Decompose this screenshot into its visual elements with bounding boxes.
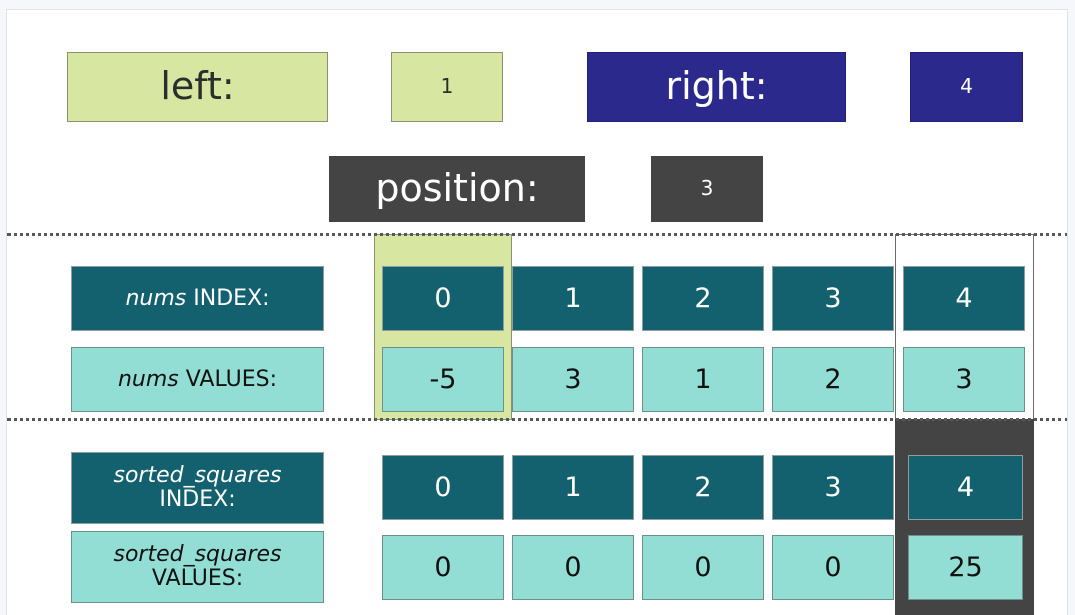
sorted-squares-value-cell-2: 0	[642, 535, 764, 600]
sorted-squares-index-label-italic: sorted_squares	[113, 463, 282, 489]
sorted-squares-value-cell-4: 25	[908, 535, 1023, 600]
sorted-squares-index-cell-2: 2	[642, 455, 764, 520]
nums-index-cell-2: 2	[642, 266, 764, 331]
nums-index-label: nums INDEX:	[71, 266, 324, 331]
nums-values-label-italic: nums	[117, 366, 179, 392]
sorted-squares-index-label-rest: INDEX:	[159, 487, 236, 512]
nums-value-cell-3: 2	[772, 347, 894, 412]
nums-value-cell-0: -5	[382, 347, 504, 412]
nums-values-label: nums VALUES:	[71, 347, 324, 412]
right-pointer-value: 4	[910, 52, 1023, 122]
left-pointer-value: 1	[391, 52, 503, 122]
visualization-canvas: left: 1 right: 4 position: 3 nums INDEX:…	[6, 9, 1068, 615]
sorted-squares-value-cell-3: 0	[772, 535, 894, 600]
divider-top	[7, 233, 1067, 236]
nums-index-cell-0: 0	[382, 266, 504, 331]
position-label: position:	[329, 156, 585, 222]
left-pointer-label: left:	[67, 52, 328, 122]
sorted-squares-values-label-italic: sorted_squares	[113, 542, 282, 568]
nums-index-label-italic: nums	[125, 285, 187, 311]
sorted-squares-index-cell-0: 0	[382, 455, 504, 520]
right-pointer-label: right:	[587, 52, 846, 122]
nums-values-label-rest: VALUES:	[178, 366, 277, 392]
sorted-squares-index-cell-4: 4	[908, 455, 1023, 520]
nums-index-cell-1: 1	[512, 266, 634, 331]
nums-value-cell-4: 3	[903, 347, 1025, 412]
position-value: 3	[651, 156, 763, 222]
nums-index-cell-4: 4	[903, 266, 1025, 331]
divider-bottom	[7, 418, 1067, 421]
nums-value-cell-1: 3	[512, 347, 634, 412]
sorted-squares-value-cell-0: 0	[382, 535, 504, 600]
sorted-squares-index-cell-3: 3	[772, 455, 894, 520]
sorted-squares-value-cell-1: 0	[512, 535, 634, 600]
nums-index-cell-3: 3	[772, 266, 894, 331]
nums-value-cell-2: 1	[642, 347, 764, 412]
sorted-squares-values-label-rest: VALUES:	[151, 566, 244, 591]
sorted-squares-index-cell-1: 1	[512, 455, 634, 520]
nums-index-label-rest: INDEX:	[186, 285, 270, 311]
